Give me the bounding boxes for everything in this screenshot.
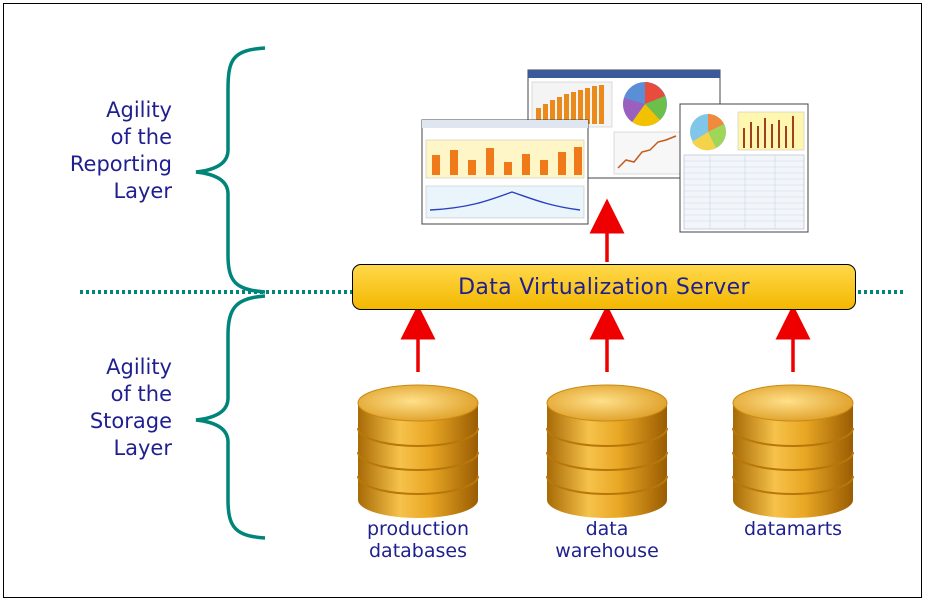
report-thumbnail-table <box>679 103 809 233</box>
data-virtualization-server: Data Virtualization Server <box>352 264 856 310</box>
storage-label-line-1: Agility <box>106 355 172 379</box>
slide-frame <box>3 3 922 598</box>
storage-label-line-2: of the <box>110 382 172 406</box>
source-label-datamarts-line-1: datamarts <box>743 518 843 540</box>
source-label-production: production databases <box>340 518 496 562</box>
report-thumbnail-barchart <box>421 119 589 225</box>
reporting-layer-label: Agility of the Reporting Layer <box>60 97 172 205</box>
reporting-brace <box>195 46 266 294</box>
source-label-production-line-1: production <box>366 518 470 540</box>
arrows <box>400 198 811 372</box>
source-label-datamarts: datamarts <box>715 518 871 540</box>
source-label-warehouse-line-1: data <box>585 518 629 540</box>
storage-brace <box>195 294 266 540</box>
storage-label-line-4: Layer <box>113 436 172 460</box>
database-icon-datamarts <box>732 384 854 518</box>
storage-layer-label: Agility of the Storage Layer <box>60 354 172 462</box>
reporting-label-line-1: Agility <box>106 98 172 122</box>
source-label-warehouse-line-2: warehouse <box>555 540 659 562</box>
source-label-warehouse: data warehouse <box>529 518 685 562</box>
source-label-production-line-2: databases <box>369 540 467 562</box>
reporting-label-line-3: Reporting <box>69 152 172 176</box>
server-label: Data Virtualization Server <box>458 274 750 300</box>
reporting-label-line-2: of the <box>110 125 172 149</box>
database-icon-warehouse <box>546 384 668 518</box>
reporting-label-line-4: Layer <box>113 179 172 203</box>
storage-label-line-3: Storage <box>89 409 172 433</box>
database-icon-production <box>357 384 479 518</box>
